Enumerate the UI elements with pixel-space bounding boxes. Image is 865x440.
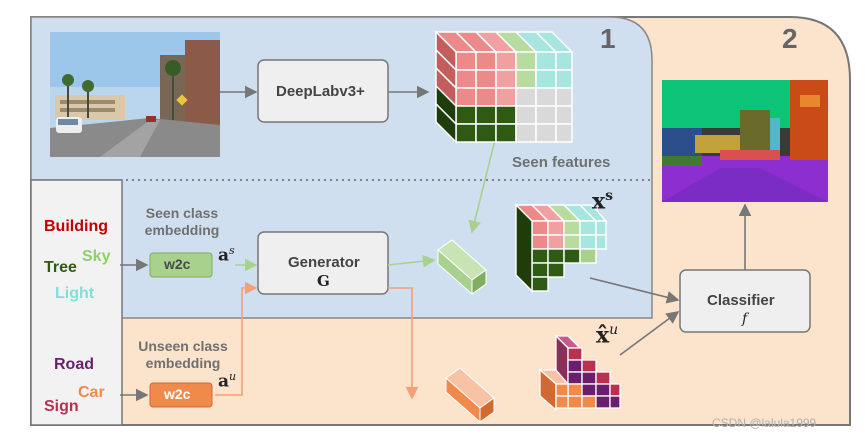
unseen-w2c-box xyxy=(149,382,213,408)
class-road: Road xyxy=(54,356,94,373)
segmentation-output xyxy=(662,80,828,202)
classifier-symbol: f xyxy=(742,311,748,327)
generator-box xyxy=(257,231,389,295)
seen-embedding-line2: embedding xyxy=(144,222,220,238)
classifier-label: Classifier xyxy=(707,292,775,309)
deeplab-box xyxy=(257,59,389,123)
seen-cube-stack xyxy=(514,203,608,293)
arrow-generator-to-seen-feature xyxy=(387,254,436,268)
arrow-seen-cube-to-classifier xyxy=(589,277,680,304)
arrow-generator-to-unseen-feature xyxy=(388,287,419,400)
seen-features-block xyxy=(434,30,574,144)
deeplab-label: DeepLabv3+ xyxy=(276,83,365,100)
class-sign: Sign xyxy=(44,398,79,415)
unseen-embedding-line1: Unseen class xyxy=(138,338,228,354)
unseen-features-symbol: x̂u xyxy=(596,322,618,348)
generated-seen-feature xyxy=(437,239,487,296)
unseen-embedding-symbol-a: a xyxy=(218,371,230,392)
watermark: CSDN @lalula1999 xyxy=(712,416,817,430)
generated-unseen-feature xyxy=(445,367,495,424)
unseen-embedding-symbol-sup: u xyxy=(229,370,237,383)
unseen-w2c-label: w2c xyxy=(164,386,191,402)
seen-w2c-box xyxy=(149,252,213,278)
unseen-cube-stack xyxy=(538,334,621,412)
generator-label: Generator xyxy=(288,254,360,271)
class-sky: Sky xyxy=(82,248,111,265)
arrow-unseen-w2c-to-generator xyxy=(215,281,258,396)
unseen-embedding-label: Unseen class embedding xyxy=(128,338,238,372)
unseen-embedding-line2: embedding xyxy=(145,355,221,371)
seen-features-label: Seen features xyxy=(512,154,611,171)
seen-embedding-symbol: as xyxy=(218,244,235,266)
generator-symbol: G xyxy=(317,272,330,290)
class-tree: Tree xyxy=(44,259,77,276)
seen-features-symbol-x: x xyxy=(592,188,606,215)
seen-w2c-label: w2c xyxy=(164,256,191,272)
class-light: Light xyxy=(55,285,95,302)
part1-number: 1 xyxy=(600,23,616,54)
class-building: Building xyxy=(44,218,108,235)
unseen-features-symbol-sup: u xyxy=(609,322,619,338)
arrow-unseen-cube-to-classifier xyxy=(619,311,680,356)
seen-embedding-symbol-sup: s xyxy=(229,244,235,257)
unseen-embedding-symbol: au xyxy=(218,370,236,392)
street-photo xyxy=(50,32,220,157)
class-car: Car xyxy=(78,384,105,401)
seen-embedding-label: Seen class embedding xyxy=(134,205,230,239)
class-list-panel xyxy=(30,179,123,426)
seen-features-symbol-sup: s xyxy=(605,188,614,204)
seen-features-symbol: xs xyxy=(592,188,613,214)
seen-embedding-symbol-a: a xyxy=(218,245,230,266)
seen-embedding-line1: Seen class xyxy=(145,205,219,221)
unseen-features-symbol-x: x̂ xyxy=(596,322,610,349)
part2-number: 2 xyxy=(782,23,798,54)
